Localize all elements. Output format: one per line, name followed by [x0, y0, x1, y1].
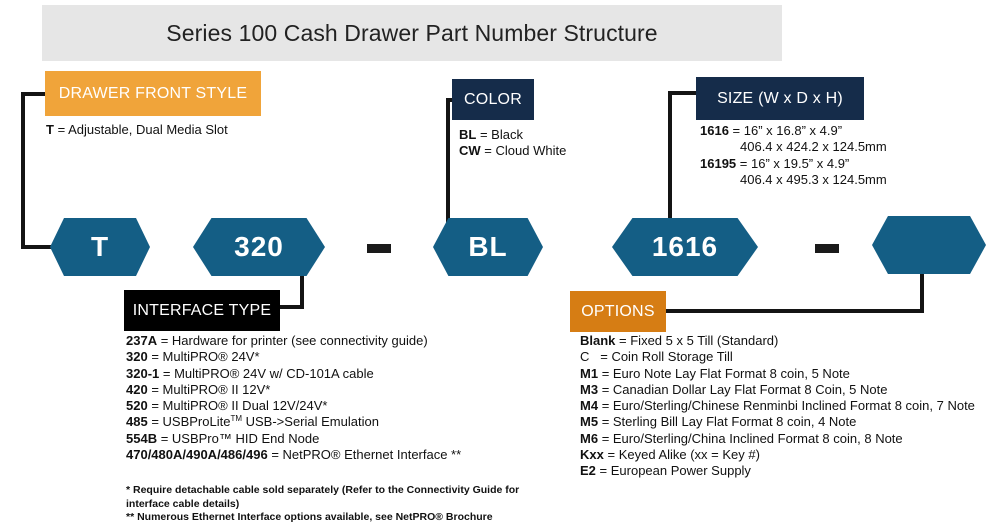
segment-front-style: T	[50, 218, 150, 276]
list-item: BL = Black	[459, 127, 523, 142]
connector-color-vertical	[446, 98, 450, 248]
list-item: 420 = MultiPRO® II 12V*	[126, 381, 271, 397]
drawer-front-style-label: DRAWER FRONT STYLE	[45, 71, 261, 116]
list-item: 16195 = 16” x 19.5” x 4.9”	[700, 155, 850, 171]
list-item: M3 = Canadian Dollar Lay Flat Format 8 C…	[580, 381, 888, 397]
connector-front-style-vertical	[21, 92, 25, 249]
list-item: 485 = USBProLiteTM USB->Serial Emulation	[126, 414, 379, 430]
color-label: COLOR	[452, 79, 534, 120]
list-item: 320 = MultiPRO® 24V*	[126, 349, 260, 365]
list-item: M5 = Sterling Bill Lay Flat Format 8 coi…	[580, 414, 857, 430]
list-item-metric: 406.4 x 424.2 x 124.5mm	[740, 139, 887, 155]
connector-color-top	[446, 98, 454, 102]
connector-size-top	[668, 91, 698, 95]
list-item: Kxx = Keyed Alike (xx = Key #)	[580, 447, 760, 463]
list-item: T = Adjustable, Dual Media Slot	[46, 122, 228, 137]
connector-front-style-bottom	[21, 245, 57, 249]
footnote-cable: * Require detachable cable sold separate…	[126, 484, 520, 510]
page-title: Series 100 Cash Drawer Part Number Struc…	[42, 5, 782, 61]
list-item: 320-1 = MultiPRO® 24V w/ CD-101A cable	[126, 365, 374, 381]
list-item-metric: 406.4 x 495.3 x 124.5mm	[740, 171, 887, 187]
list-item: C = Coin Roll Storage Till	[580, 349, 733, 365]
list-item: 470/480A/490A/486/496 = NetPRO® Ethernet…	[126, 447, 462, 463]
footnote-ethernet: ** Numerous Ethernet Interface options a…	[126, 511, 493, 523]
interface-type-label: INTERFACE TYPE	[124, 290, 280, 331]
connector-interface-horizontal	[279, 305, 304, 309]
connector-size-vertical	[668, 91, 672, 221]
list-item: M1 = Euro Note Lay Flat Format 8 coin, 5…	[580, 365, 850, 381]
segment-interface: 320	[193, 218, 325, 276]
list-item: 554B = USBPro™ HID End Node	[126, 430, 320, 446]
drawer-front-style-list: T = Adjustable, Dual Media Slot	[46, 122, 228, 138]
list-item: 237A = Hardware for printer (see connect…	[126, 333, 428, 348]
list-item: M6 = Euro/Sterling/China Inclined Format…	[580, 430, 903, 446]
list-item: M4 = Euro/Sterling/Chinese Renminbi Incl…	[580, 398, 975, 414]
separator-dash-1	[367, 244, 391, 253]
size-list: 1616 = 16” x 16.8” x 4.9” 406.4 x 424.2 …	[700, 123, 887, 188]
list-item: E2 = European Power Supply	[580, 463, 751, 479]
options-label: OPTIONS	[570, 291, 666, 332]
size-label: SIZE (W x D x H)	[696, 77, 864, 120]
interface-type-list: 237A = Hardware for printer (see connect…	[126, 333, 461, 463]
list-item: Blank = Fixed 5 x 5 Till (Standard)	[580, 333, 779, 348]
connector-options-vertical	[920, 270, 924, 312]
segment-options	[872, 216, 986, 274]
connector-front-style-top	[21, 92, 45, 96]
list-item: 520 = MultiPRO® II Dual 12V/24V*	[126, 398, 328, 414]
options-list: Blank = Fixed 5 x 5 Till (Standard) C = …	[580, 333, 975, 480]
segment-color: BL	[433, 218, 543, 276]
connector-interface-vertical	[300, 248, 304, 308]
separator-dash-2	[815, 244, 839, 253]
list-item: CW = Cloud White	[459, 143, 567, 159]
segment-size: 1616	[612, 218, 758, 276]
connector-options-horizontal	[664, 309, 924, 313]
color-list: BL = Black CW = Cloud White	[459, 127, 566, 160]
list-item: 1616 = 16” x 16.8” x 4.9”	[700, 123, 843, 138]
